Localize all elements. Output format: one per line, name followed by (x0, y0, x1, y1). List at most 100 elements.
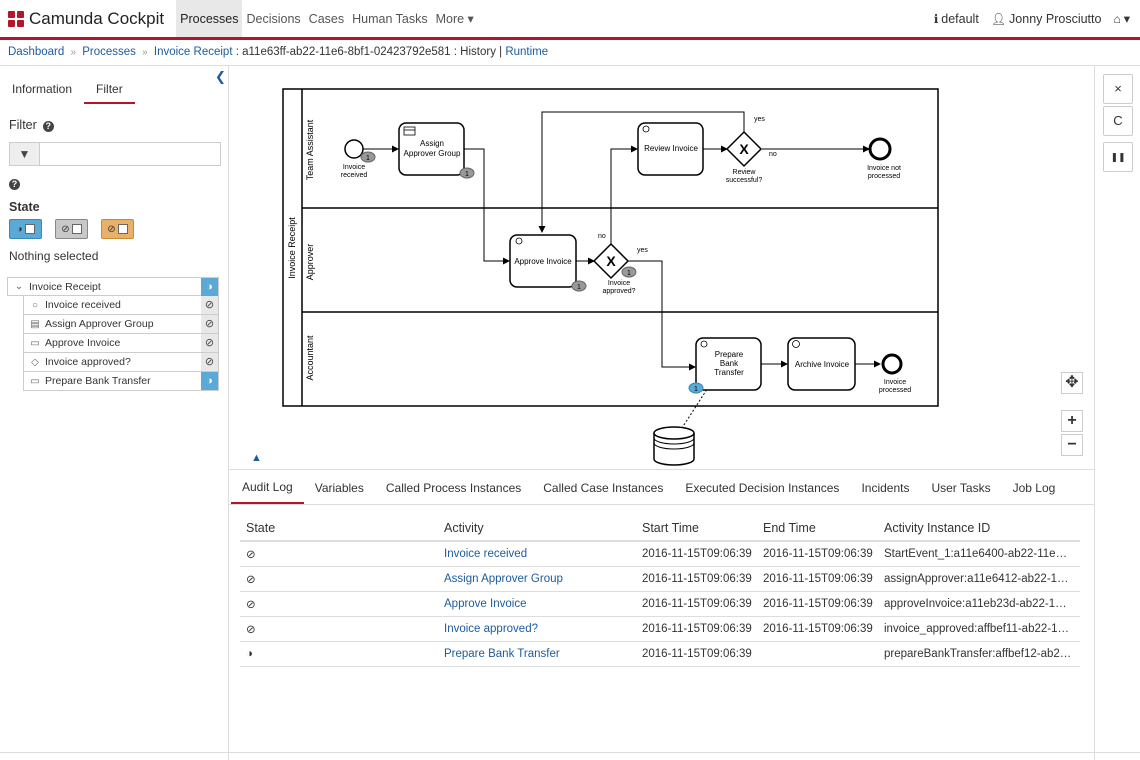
breadcrumb-runtime[interactable]: Runtime (505, 46, 549, 58)
tab-called-process-instances[interactable]: Called Process Instances (385, 481, 522, 495)
checkbox-icon (71, 224, 82, 234)
sidebar-tabs: Information Filter (0, 78, 229, 104)
gateway-label: Invoice (608, 280, 630, 287)
task-approve-invoice[interactable] (509, 234, 577, 288)
activity-instance-id: assignApprover:a11e6412-ab22-1… (884, 573, 1069, 585)
count-badge[interactable] (621, 266, 637, 278)
count-badge[interactable] (459, 167, 475, 179)
activity-instance-id: prepareBankTransfer:affbef12-ab2… (884, 648, 1072, 660)
task-label: Approver Group (404, 149, 461, 158)
state-icon: ⊘ (246, 574, 256, 586)
table-header: State Activity Start Time End Time Activ… (240, 516, 1080, 542)
gateway-review[interactable] (725, 130, 763, 168)
nav-more[interactable]: More ▾ (435, 12, 474, 26)
tree-item[interactable]: ▭Approve Invoice⊘ (23, 334, 219, 353)
count-badge[interactable] (360, 151, 376, 163)
tab-called-case-instances[interactable]: Called Case Instances (543, 481, 664, 495)
brand[interactable]: Camunda Cockpit (0, 0, 176, 37)
state-label: State (9, 200, 40, 214)
help-icon[interactable]: ? (42, 121, 54, 132)
tree-item-label: Approve Invoice (45, 337, 121, 349)
tree-item[interactable]: ⌄Invoice Receipt◑ (7, 277, 219, 296)
tree-item[interactable]: ▭Prepare Bank Transfer◑ (23, 372, 219, 391)
task-prepare-bank-transfer[interactable] (695, 337, 762, 391)
zoom-out-button[interactable]: − (1061, 434, 1083, 456)
expand-diagram-icon[interactable]: ▲ (251, 452, 262, 464)
breadcrumb-processes[interactable]: Processes (82, 46, 136, 58)
filter-input[interactable]: ▼ (9, 142, 221, 166)
state-canceled-button[interactable]: ⊘ (101, 219, 134, 239)
refresh-icon[interactable]: C (1103, 106, 1133, 136)
activity-link[interactable]: Assign Approver Group (444, 573, 563, 585)
tree-item-label: Invoice Receipt (29, 280, 101, 293)
home-menu[interactable]: ⌂▾ (1113, 11, 1130, 26)
nav-processes[interactable]: Processes (176, 0, 243, 37)
half-circle-icon: ◑ (16, 223, 23, 235)
pause-icon[interactable]: ❚❚ (1103, 142, 1133, 172)
activity-instance-id: invoice_approved:affbef11-ab22-1… (884, 623, 1069, 635)
tab-information[interactable]: Information (12, 82, 73, 96)
state-completed-button[interactable]: ⊘ (55, 219, 88, 239)
bpmn-diagram[interactable]: Invoice Receipt Team Assistant Approver … (229, 66, 1094, 469)
home-icon: ⌂ (1113, 12, 1121, 26)
task-assign-approver[interactable] (398, 122, 465, 176)
tab-audit-log[interactable]: Audit Log (231, 470, 304, 504)
user-icon: 👤︎ (990, 11, 1007, 26)
end-event-label: Invoice (884, 379, 906, 386)
running-badge[interactable] (688, 382, 704, 394)
task-review-invoice[interactable] (637, 122, 704, 176)
data-store[interactable] (653, 426, 695, 466)
checkbox-icon (117, 224, 128, 234)
activity-link[interactable]: Invoice approved? (444, 623, 538, 635)
activity-link[interactable]: Invoice received (444, 548, 528, 560)
task-archive-invoice[interactable] (787, 337, 856, 391)
reset-zoom-button[interactable]: ✥ (1061, 372, 1083, 394)
bpmn-canvas[interactable]: Invoice Receipt Team Assistant Approver … (229, 66, 1094, 469)
breadcrumb-dashboard[interactable]: Dashboard (8, 46, 65, 58)
tab-job-log[interactable]: Job Log (1012, 481, 1056, 495)
gateway-approved[interactable] (592, 242, 630, 280)
end-event-processed[interactable] (881, 353, 903, 375)
nav-cases[interactable]: Cases (308, 11, 345, 26)
top-navbar: Camunda Cockpit Processes Decisions Case… (0, 0, 1140, 40)
zoom-in-button[interactable]: + (1061, 410, 1083, 432)
task-label: Transfer (714, 368, 744, 377)
tree-item[interactable]: ◇Invoice approved?⊘ (23, 353, 219, 372)
nav-human-tasks[interactable]: Human Tasks (352, 11, 428, 26)
service-task-gear-icon (792, 340, 800, 348)
user-menu[interactable]: 👤︎Jonny Prosciutto (991, 12, 1102, 26)
table-body: ⊘ Invoice received 2016-11-15T09:06:39 2016… (240, 542, 1080, 667)
activity-link[interactable]: Approve Invoice (444, 598, 527, 610)
activity-instance-id: approveInvoice:a11eb23d-ab22-1… (884, 598, 1067, 610)
tab-user-tasks[interactable]: User Tasks (931, 481, 991, 495)
start-event[interactable] (344, 139, 364, 159)
end-time: 2016-11-15T09:06:39 (763, 573, 873, 585)
close-icon[interactable]: × (1103, 74, 1133, 104)
tab-filter[interactable]: Filter (84, 78, 135, 104)
checkbox-icon (24, 224, 35, 234)
tab-executed-decision-instances[interactable]: Executed Decision Instances (685, 481, 840, 495)
state-running-button[interactable]: ◑ (9, 219, 42, 239)
tree-item[interactable]: ○Invoice received⊘ (23, 296, 219, 315)
collapse-sidebar-icon[interactable]: ❮ (215, 69, 226, 84)
activity-link[interactable]: Prepare Bank Transfer (444, 648, 560, 660)
count-badge[interactable] (571, 280, 587, 292)
end-event-not-processed[interactable] (868, 137, 892, 161)
tree-item[interactable]: ▤Assign Approver Group⊘ (23, 315, 219, 334)
nav-decisions[interactable]: Decisions (246, 11, 301, 26)
diamond-icon: ◇ (31, 356, 39, 368)
tab-variables[interactable]: Variables (314, 481, 364, 495)
rect-icon: ▭ (30, 375, 40, 387)
tree-item-status-icon: ⊘ (201, 315, 218, 333)
tab-incidents[interactable]: Incidents (861, 481, 910, 495)
start-time: 2016-11-15T09:06:39 (642, 648, 752, 660)
help-icon[interactable]: ? (9, 179, 20, 190)
breadcrumb-process[interactable]: Invoice Receipt (153, 46, 233, 58)
tree-item-status-icon: ◑ (201, 278, 218, 296)
gateway-label: approved? (602, 288, 635, 295)
detail-tabs: Audit Log Variables Called Process Instanc… (229, 469, 1094, 505)
check-circle-icon: ⊘ (61, 223, 70, 235)
